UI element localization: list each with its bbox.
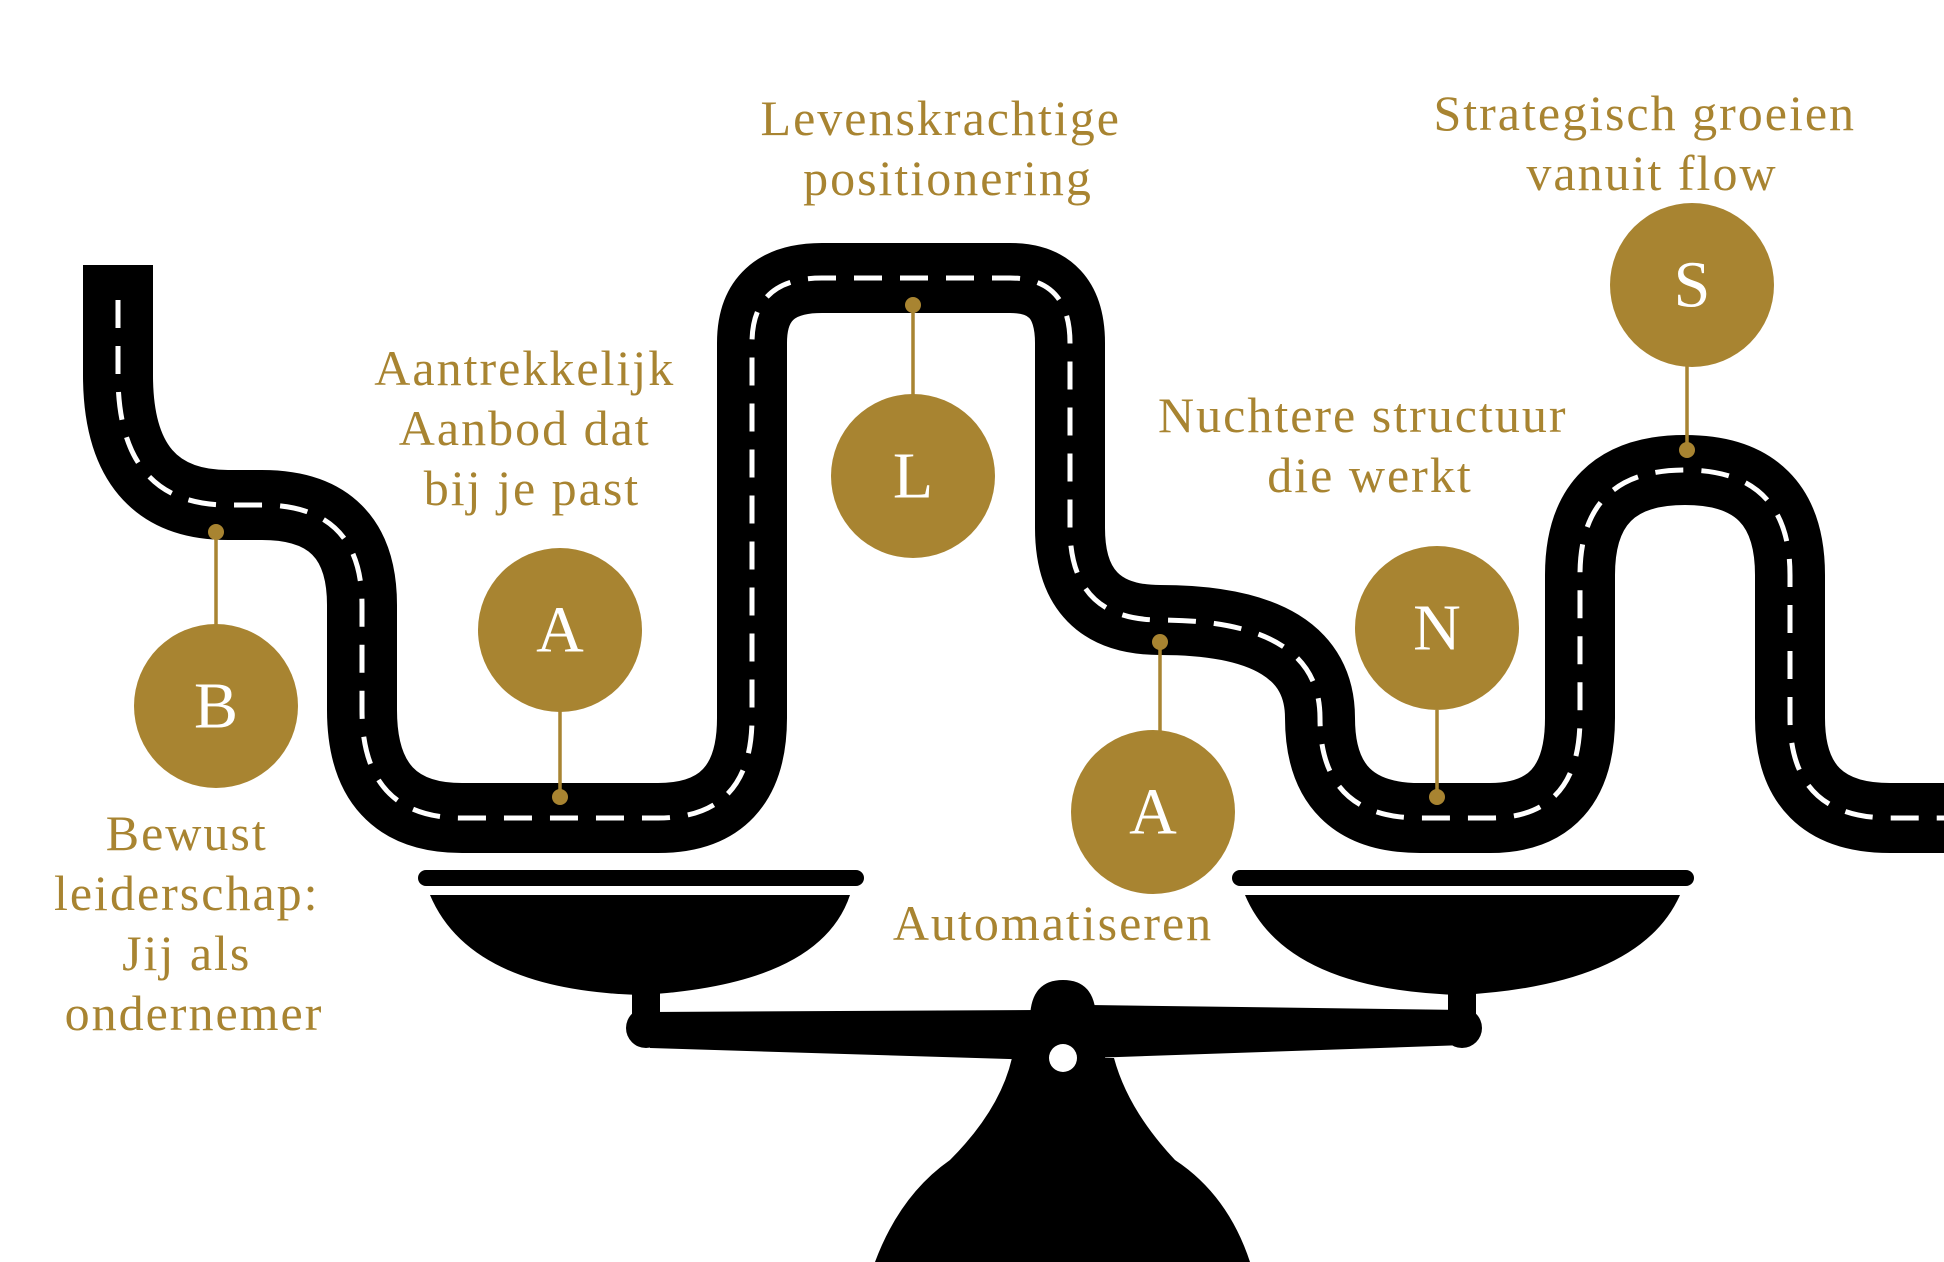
step-b: B Bewust leiderschap: Jij als ondernemer — [54, 524, 334, 1041]
step-a1-label: Aantrekkelijk Aanbod dat bij je past — [374, 340, 689, 516]
road-marker-dot — [905, 297, 921, 313]
road-marker-dot — [552, 789, 568, 805]
balance-scale-icon — [418, 870, 1694, 1262]
step-b-letter: B — [194, 670, 238, 743]
road-marker-dot — [1152, 634, 1168, 650]
step-s: S Strategisch groeien vanuit flow — [1433, 85, 1870, 458]
step-a2-letter: A — [1129, 776, 1177, 849]
step-s-label: Strategisch groeien vanuit flow — [1433, 85, 1870, 201]
step-l-badge — [831, 394, 995, 558]
step-a2: A Automatiseren — [893, 634, 1235, 951]
road-marker-dot — [1679, 442, 1695, 458]
road-marker-dot — [1429, 789, 1445, 805]
winding-road-icon — [83, 243, 1944, 853]
step-a1: A Aantrekkelijk Aanbod dat bij je past — [374, 340, 689, 805]
step-a1-badge — [478, 548, 642, 712]
step-a2-badge — [1071, 730, 1235, 894]
step-n-label: Nuchtere structuur die werkt — [1158, 387, 1582, 503]
step-b-badge — [134, 624, 298, 788]
step-s-badge — [1610, 203, 1774, 367]
step-a1-letter: A — [536, 594, 584, 667]
step-b-label: Bewust leiderschap: Jij als ondernemer — [54, 805, 334, 1041]
step-a2-label: Automatiseren — [893, 895, 1213, 951]
step-l-letter: L — [893, 440, 933, 513]
step-n-badge — [1355, 546, 1519, 710]
road-marker-dot — [208, 524, 224, 540]
step-n: N Nuchtere structuur die werkt — [1158, 387, 1582, 805]
step-l: L Levenskrachtige positionering — [761, 90, 1136, 558]
step-n-letter: N — [1413, 592, 1461, 665]
step-l-label: Levenskrachtige positionering — [761, 90, 1136, 206]
step-s-letter: S — [1674, 249, 1711, 322]
